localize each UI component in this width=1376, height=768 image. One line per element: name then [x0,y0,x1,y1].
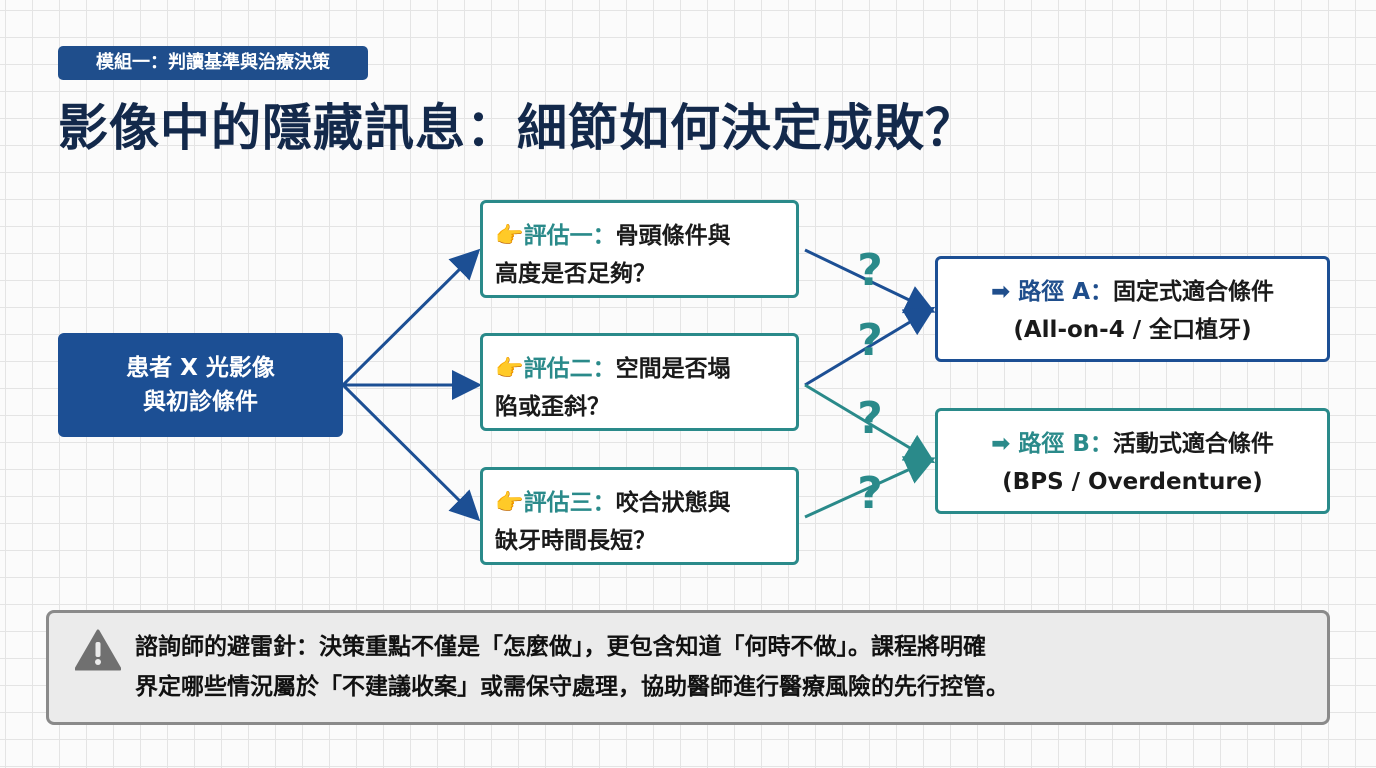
arrow-right-icon: ➡ [990,279,1011,305]
source-box-xray: 患者 X 光影像 與初診條件 [58,333,343,437]
arrow-eval2-pathA [804,306,936,387]
evaluation-box-3: 👉評估三：咬合狀態與缺牙時間長短？ [480,467,799,565]
path-text: 活動式適合條件 [1112,431,1274,457]
evaluation-text: 咬合狀態與 [615,490,731,516]
evaluation-text: 陷或歪斜？ [495,394,610,420]
arrow-eval2-pathB [804,383,936,464]
evaluation-box-1: 👉評估一：骨頭條件與高度是否足夠？ [480,200,799,298]
evaluation-text: 缺牙時間長短？ [495,528,656,554]
evaluation-label: 評估二： [523,356,616,382]
evaluation-box-2: 👉評估二：空間是否塌陷或歪斜？ [480,333,799,431]
question-mark-icon: ? [857,315,883,366]
path-b-box: ➡ 路徑 B：活動式適合條件 (BPS / Overdenture) [935,408,1330,514]
path-label: 路徑 B： [1018,431,1113,457]
path-subtext: (BPS / Overdenture) [1002,469,1263,495]
evaluation-label: 評估三： [523,490,616,516]
evaluation-text: 骨頭條件與 [615,223,731,249]
arrow-source-eval1 [341,248,481,387]
question-mark-icon: ? [857,245,883,296]
source-line2: 與初診條件 [143,389,258,415]
warning-line1: 諮詢師的避雷針：決策重點不僅是「怎麼做」，更包含知道「何時不做」。課程將明確 [135,634,986,660]
path-text: 固定式適合條件 [1113,279,1275,305]
pointing-hand-icon: 👉 [495,490,524,516]
page-title: 影像中的隱藏訊息：細節如何決定成敗？ [58,99,976,157]
pointing-hand-icon: 👉 [495,223,524,249]
question-mark-icon: ? [857,393,883,444]
module-tag: 模組一：判讀基準與治療決策 [58,46,368,80]
evaluation-label: 評估一： [523,223,616,249]
arrow-source-eval3 [341,383,481,522]
arrow-right-icon: ➡ [991,431,1011,457]
warning-line2: 界定哪些情況屬於「不建議收案」或需保守處理，協助醫師進行醫療風險的先行控管。 [135,674,1009,700]
pointing-hand-icon: 👉 [495,356,524,382]
evaluation-text: 空間是否塌 [615,356,731,382]
evaluation-text: 高度是否足夠？ [495,261,656,287]
path-a-box: ➡ 路徑 A：固定式適合條件 (All-on-4 / 全口植牙) [935,256,1330,362]
arrow-eval1-pathA [804,248,936,314]
source-line1: 患者 X 光影像 [126,355,275,381]
arrow-eval3-pathB [804,456,936,519]
path-subtext: (All-on-4 / 全口植牙) [1013,317,1252,343]
warning-triangle-icon [75,629,121,671]
question-mark-icon: ? [857,468,883,519]
path-label: 路徑 A： [1018,279,1114,305]
warning-callout: 諮詢師的避雷針：決策重點不僅是「怎麼做」，更包含知道「何時不做」。課程將明確 界… [46,610,1330,725]
